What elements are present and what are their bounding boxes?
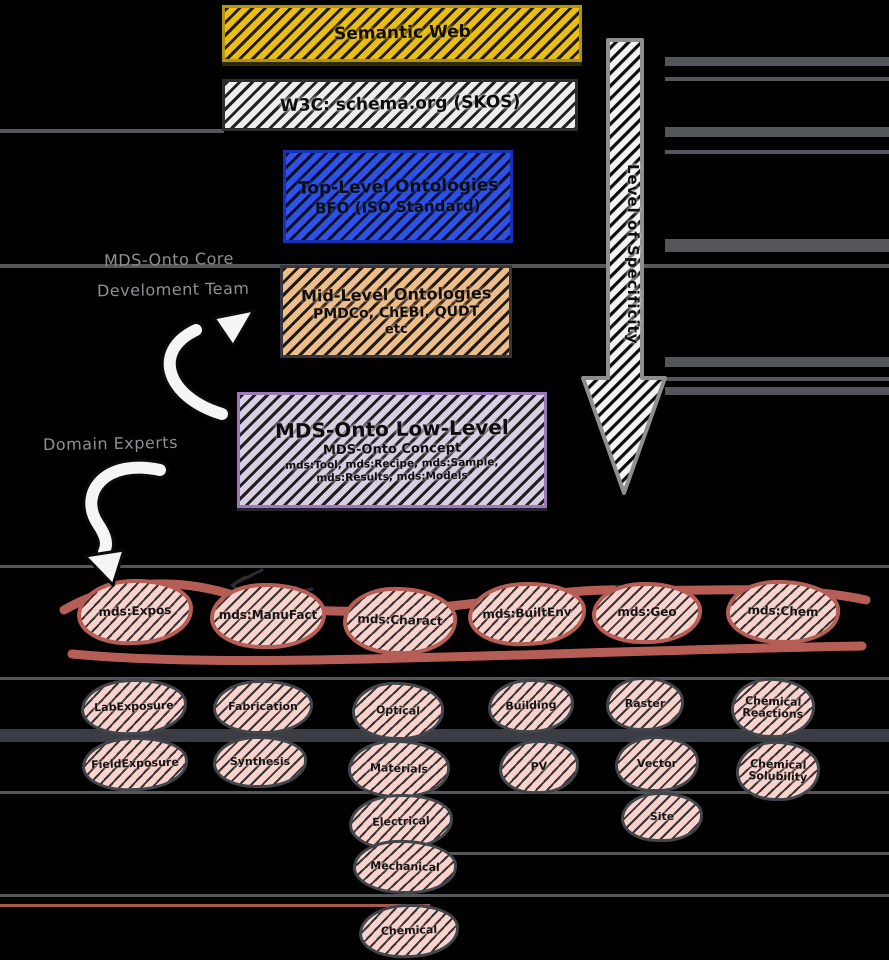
level-separator-line	[665, 377, 889, 381]
level-separator-line	[0, 129, 224, 133]
ontology-node-label: Fabrication	[228, 699, 298, 713]
ontology-node-label: Building	[505, 698, 557, 713]
level-separator-line	[0, 894, 889, 897]
ontology-node-label: LabExposure	[93, 698, 174, 715]
ontology-node-label: Mechanical	[370, 858, 440, 875]
level-separator-line	[665, 57, 889, 66]
ontology-node-label: mds:Chem	[747, 603, 819, 620]
level-separator-line	[665, 387, 889, 395]
ontology-node-label: Chemical Solubility	[748, 757, 808, 784]
ontology-node-vector: Vector	[615, 736, 699, 792]
ontology-node-label: Chemical Reactions	[742, 694, 804, 721]
ontology-node-mds-geo: mds:Geo	[592, 582, 702, 644]
ontology-node-labexposure: LabExposure	[80, 677, 188, 737]
ontology-node-label: Vector	[636, 756, 678, 770]
ontology-node-chemical-solubility: Chemical Solubility	[735, 739, 821, 803]
ontology-node-synthesis: Synthesis	[213, 736, 307, 788]
ontology-node-label: mds:Expos	[98, 603, 172, 620]
level-separator-line	[665, 150, 889, 154]
ontology-node-pv: PV	[498, 738, 580, 796]
top-level-ontologies-box: Top-Level Ontologies BFO (ISO Standard)	[283, 150, 513, 243]
level-separator-line	[665, 77, 889, 81]
ontology-node-label: PV	[530, 759, 548, 774]
ontology-node-label: mds:BuiltEnv	[482, 605, 572, 622]
level-separator-line	[0, 904, 430, 907]
ontology-node-mds-builtenv: mds:BuiltEnv	[467, 580, 587, 648]
level-separator-line	[665, 239, 889, 252]
ontology-node-label: mds:ManuFact	[218, 608, 318, 623]
ontology-node-mds-manufact: mds:ManuFact	[210, 583, 326, 649]
w3c-schema-box: W3C: schema.org (SKOS)	[222, 79, 578, 131]
ontology-node-materials: Materials	[347, 738, 451, 800]
ontology-node-label: Electrical	[372, 814, 430, 829]
ontology-node-label: mds:Geo	[617, 605, 677, 620]
level-separator-line	[0, 565, 889, 568]
ontology-node-fieldexposure: FieldExposure	[81, 735, 189, 793]
level-separator-line	[665, 357, 889, 367]
ontology-node-label: Synthesis	[229, 754, 291, 768]
ontology-node-label: Raster	[624, 696, 666, 710]
level-separator-line	[0, 791, 889, 794]
ontology-node-optical: Optical	[351, 680, 445, 742]
ontology-node-building: Building	[487, 677, 575, 735]
mds-onto-low-level-box: MDS-Onto Low-Level MDS-Onto Concept mds:…	[237, 392, 547, 508]
ontology-node-mds-charact: mds:Charact	[341, 585, 459, 657]
ontology-node-label: mds:Charact	[357, 612, 443, 629]
ontology-node-chemical: Chemical	[358, 902, 460, 960]
semantic-web-box: Semantic Web	[222, 5, 582, 62]
ontology-node-label: FieldExposure	[90, 755, 180, 772]
level-separator-line	[665, 127, 889, 137]
ontology-node-mds-chem: mds:Chem	[725, 578, 841, 646]
ontology-node-mechanical: Mechanical	[352, 838, 458, 896]
mid-level-ontologies-box: Mid-Level Ontologies PMDCo, ChEBI, QUDT …	[280, 265, 512, 358]
ontology-node-label: Materials	[369, 761, 429, 776]
ontology-node-label: Site	[649, 809, 675, 823]
ontology-node-chemical-reactions: Chemical Reactions	[730, 676, 816, 740]
ontology-node-mds-expos: mds:Expos	[75, 577, 195, 647]
ontology-node-raster: Raster	[606, 677, 684, 731]
ontology-node-fabrication: Fabrication	[213, 680, 313, 734]
ontology-node-label: Chemical	[380, 923, 438, 938]
ontology-node-label: Optical	[375, 703, 421, 718]
ontology-node-site: Site	[621, 792, 703, 842]
level-separator-line	[370, 852, 889, 855]
level-separator-line	[0, 677, 889, 680]
